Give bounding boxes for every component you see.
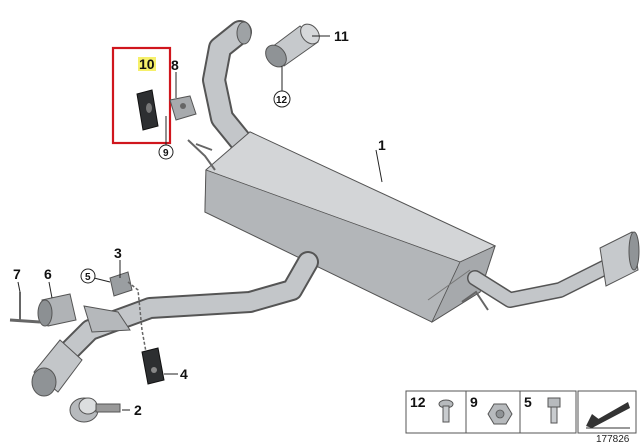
- label-part-1: 1: [378, 137, 386, 153]
- diagram-ref-number: 177826: [596, 434, 630, 445]
- nut-9-icon: [487, 403, 513, 425]
- legend-label-9: 9: [470, 394, 478, 410]
- legend-label-12: 12: [410, 394, 426, 410]
- label-part-6: 6: [44, 266, 52, 282]
- bolt-7[interactable]: [9, 292, 41, 324]
- label-part-10: 10: [138, 56, 156, 72]
- symbol-box: [577, 390, 637, 434]
- highlight-box: [111, 46, 172, 145]
- label-part-11: 11: [334, 28, 349, 44]
- rubber-mount-4[interactable]: [141, 347, 165, 385]
- callout-labels: 1 2 3 4 6 7 8 11: [13, 28, 386, 418]
- circled-callout-12: 12: [273, 90, 291, 108]
- rubber-mount-10[interactable]: [136, 89, 159, 131]
- bracket-8[interactable]: [169, 95, 197, 121]
- right-tail-pipe: [467, 231, 640, 308]
- bracket-3[interactable]: [109, 271, 147, 353]
- circled-callout-9: 9: [158, 144, 174, 160]
- pipe-clamp-2[interactable]: [69, 397, 121, 423]
- bolt-5-icon: [547, 397, 561, 424]
- label-part-4: 4: [180, 366, 188, 382]
- label-part-7: 7: [13, 266, 21, 282]
- hanger-rods: [187, 139, 489, 311]
- svg-text:5: 5: [85, 272, 91, 283]
- front-pipe: [31, 251, 319, 397]
- label-part-3: 3: [114, 245, 122, 261]
- arrow-icon: [586, 402, 630, 428]
- leader-lines: [17, 35, 383, 411]
- label-part-2: 2: [134, 402, 142, 418]
- tail-tip-11[interactable]: [261, 20, 323, 71]
- screw-12-icon: [438, 399, 454, 423]
- legend-label-5: 5: [524, 394, 532, 410]
- hardware-legend: 12 9 5: [405, 390, 577, 434]
- svg-text:10: 10: [139, 56, 155, 72]
- svg-text:12: 12: [276, 95, 288, 106]
- svg-text:9: 9: [163, 148, 169, 159]
- label-part-8: 8: [171, 57, 179, 73]
- rear-muffler-1[interactable]: [204, 131, 496, 324]
- circled-callout-5: 5: [80, 268, 96, 284]
- upper-tail-pipe: [202, 20, 260, 162]
- clamp-sleeve-6[interactable]: [37, 293, 77, 327]
